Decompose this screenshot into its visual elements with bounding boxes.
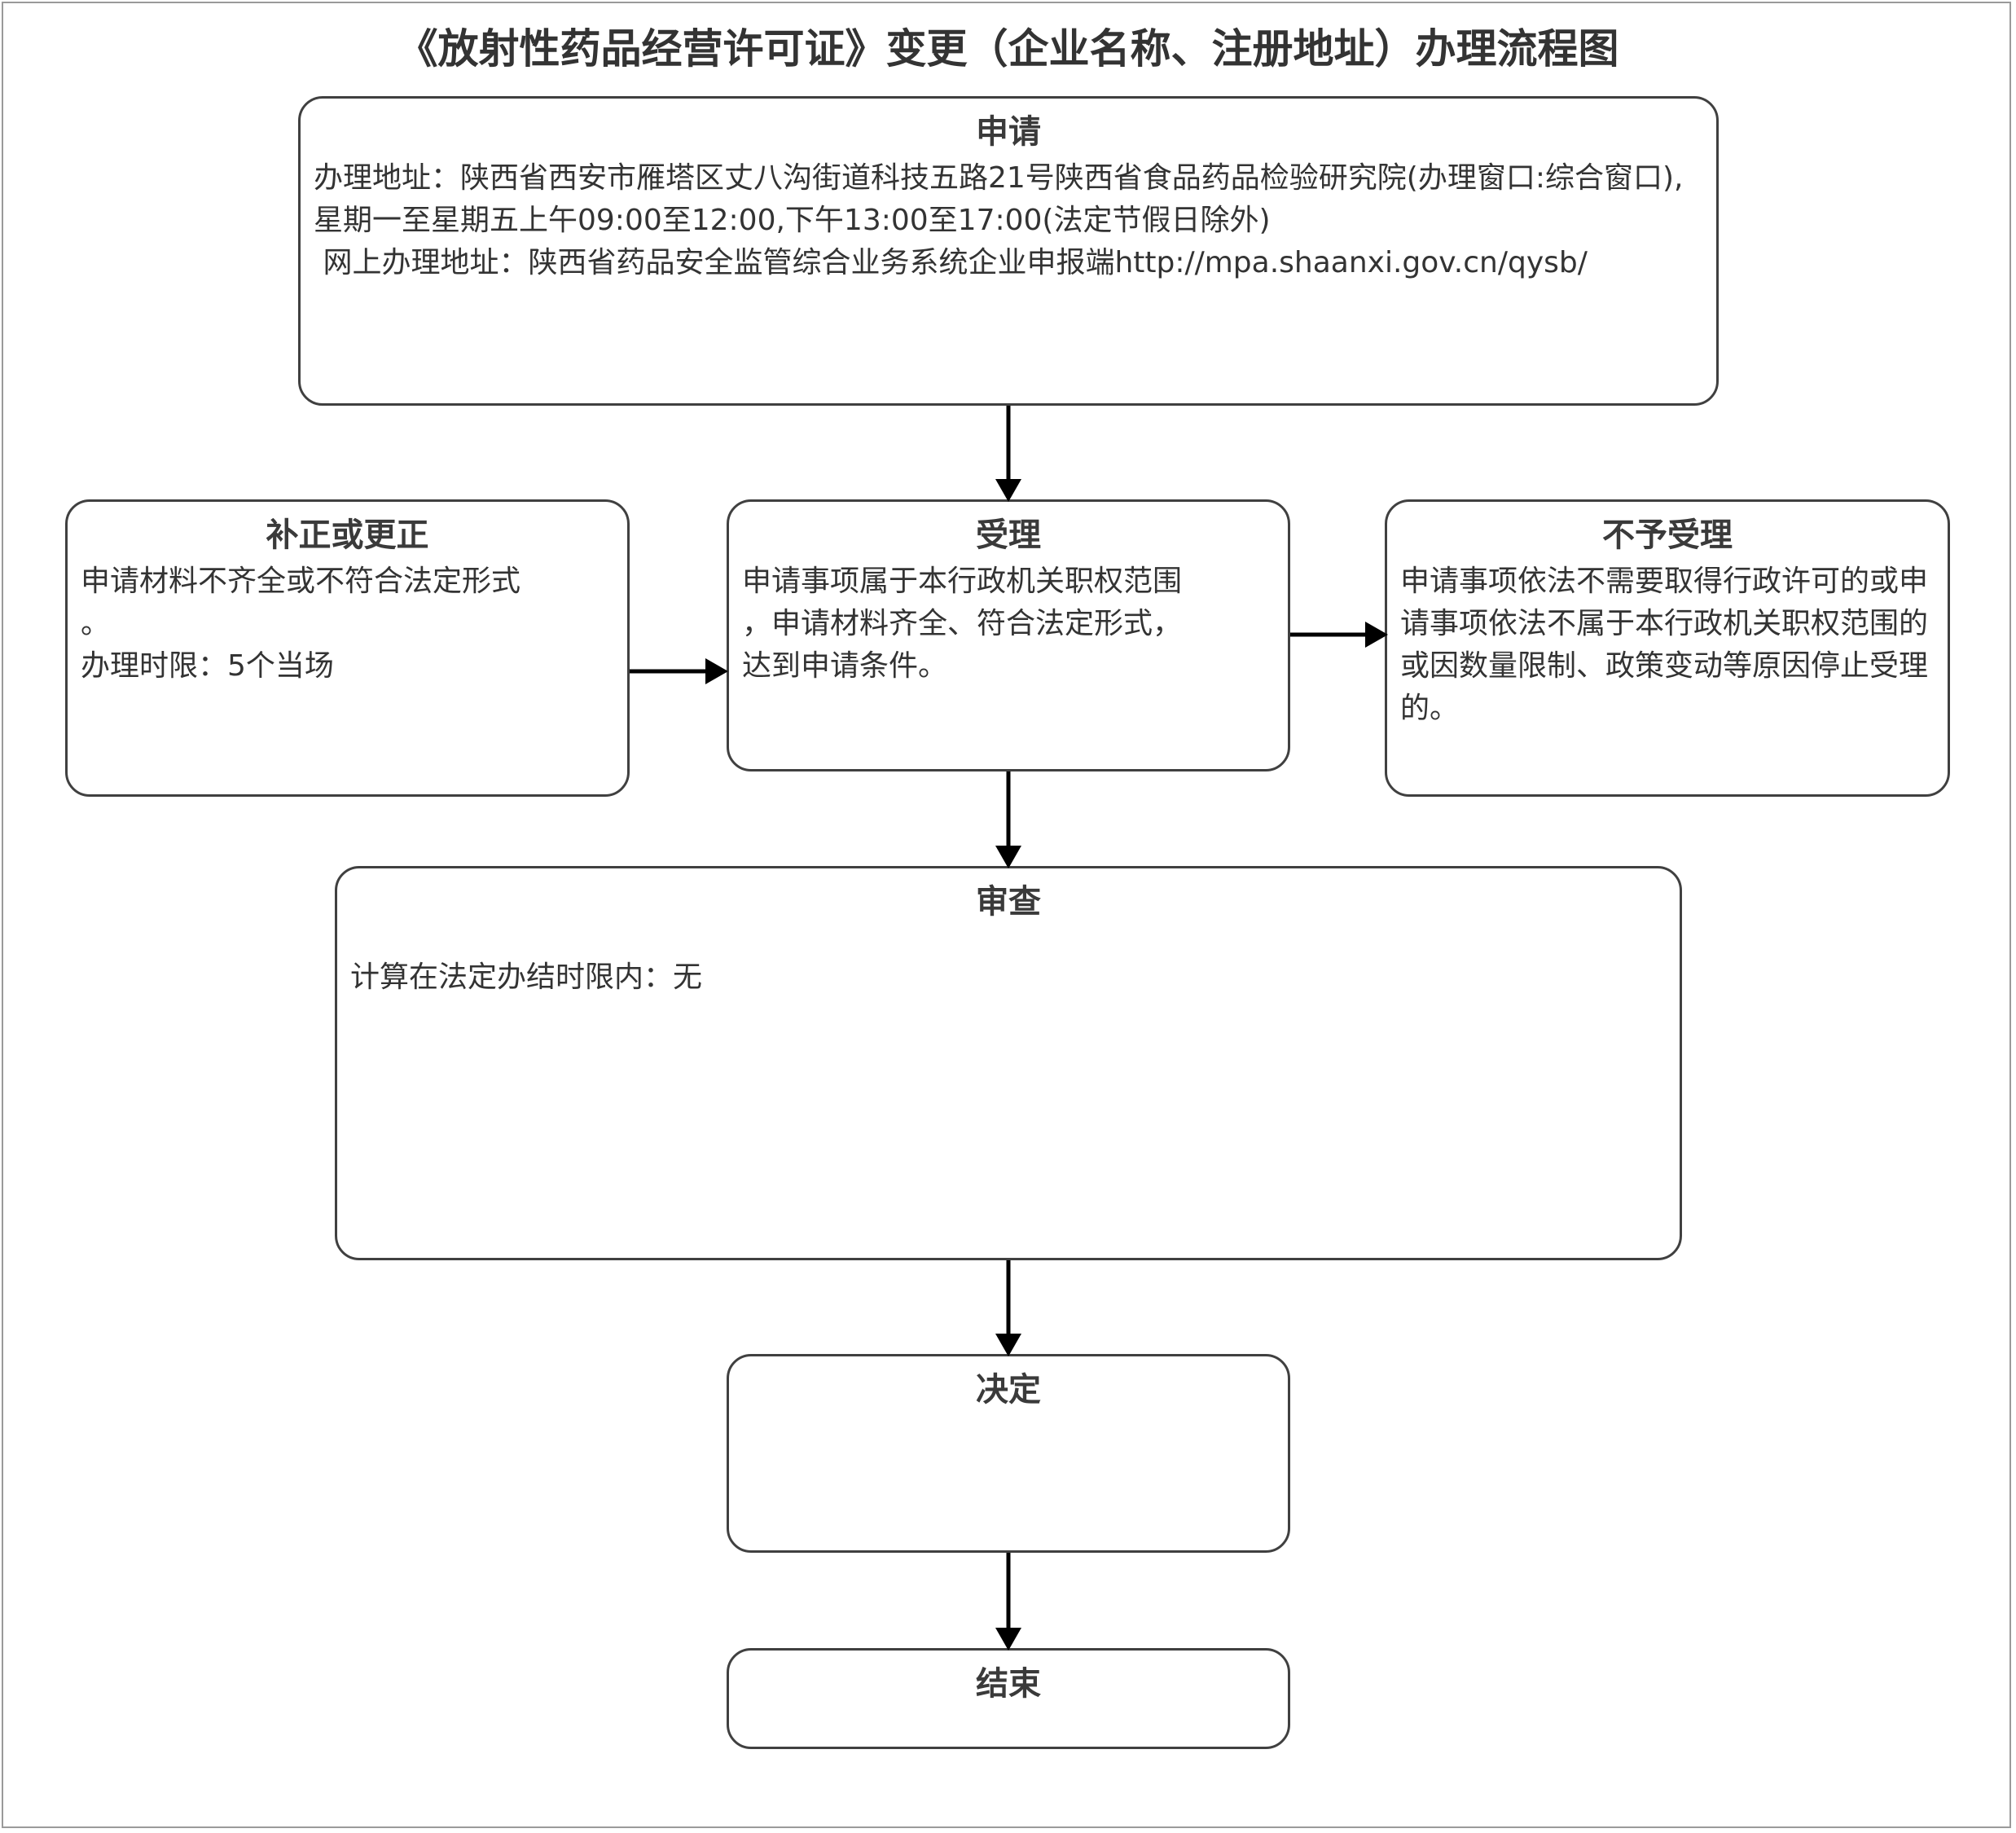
arrowhead-accept-to-review [995,846,1021,868]
page-title: 《放射性药品经营许可证》变更（企业名称、注册地址）办理流程图 [397,25,1619,73]
arrowhead-accept-to-reject [1365,622,1388,648]
node-apply-title: 申请 [976,113,1041,151]
arrowhead-decide-to-end [995,1628,1021,1651]
node-correct: 补正或更正 申请材料不齐全或不符合法定形式 。 办理时限：5个当场 [65,499,630,797]
node-accept-title: 受理 [976,516,1041,554]
node-decide-title: 决定 [976,1371,1041,1409]
node-accept: 受理 申请事项属于本行政机关职权范围 ，申请材料齐全、符合法定形式， 达到申请条… [727,499,1290,771]
node-reject-body: 申请事项依法不需要取得行政许可的或申请事项依法不属于本行政机关职权范围的或因数量… [1400,565,1929,725]
node-correct-title: 补正或更正 [266,516,429,554]
node-apply: 申请 办理地址：陕西省西安市雁塔区丈八沟街道科技五路21号陕西省食品药品检验研究… [298,96,1719,406]
arrowhead-correct-to-accept [705,658,728,684]
node-reject: 不予受理 申请事项依法不需要取得行政许可的或申请事项依法不属于本行政机关职权范围… [1385,499,1950,797]
node-review-body: 计算在法定办结时限内：无 [350,960,703,994]
node-apply-body: 办理地址：陕西省西安市雁塔区丈八沟街道科技五路21号陕西省食品药品检验研究院(办… [314,161,1684,279]
arrowhead-apply-to-accept [995,479,1021,502]
node-reject-title: 不予受理 [1602,516,1733,554]
arrowhead-review-to-decide [995,1334,1021,1356]
node-review: 审查 计算在法定办结时限内：无 [335,866,1682,1260]
node-end-title: 结束 [976,1665,1041,1703]
node-accept-body: 申请事项属于本行政机关职权范围 ，申请材料齐全、符合法定形式， 达到申请条件。 [742,565,1183,683]
node-correct-body: 申请材料不齐全或不符合法定形式 。 办理时限：5个当场 [81,565,521,683]
node-decide: 决定 [727,1354,1290,1553]
node-review-title: 审查 [976,883,1041,921]
